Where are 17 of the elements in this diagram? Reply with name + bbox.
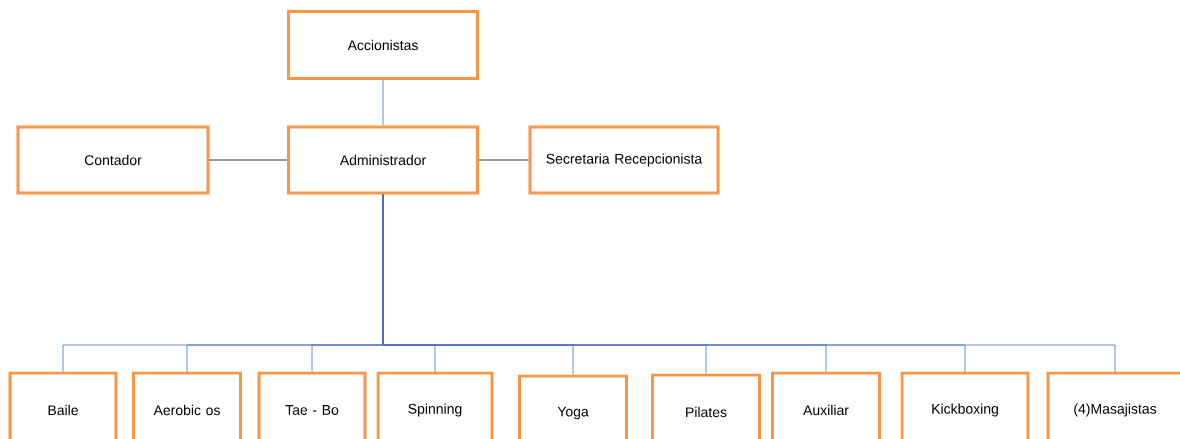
org-box: Baile: [8, 371, 118, 439]
org-box: Administrador: [287, 125, 479, 195]
connector-line: [478, 159, 529, 161]
org-box: Accionistas: [287, 10, 479, 80]
org-box: Kickboxing: [900, 371, 1030, 439]
org-box: Spinning: [376, 371, 494, 439]
org-box: Yoga: [518, 374, 628, 439]
org-box: Auxiliar: [771, 371, 881, 439]
org-box: (4)Masajistas: [1046, 371, 1180, 439]
connector-line: [382, 79, 384, 126]
connector-line: [382, 194, 1116, 372]
connector-line: [209, 159, 288, 161]
org-box: Aerobic os: [132, 371, 242, 439]
org-box: Pilates: [651, 373, 761, 439]
org-box: Secretaria Recepcionista: [528, 125, 720, 195]
org-box: Contador: [16, 125, 210, 195]
org-box: Tae - Bo: [257, 371, 367, 439]
